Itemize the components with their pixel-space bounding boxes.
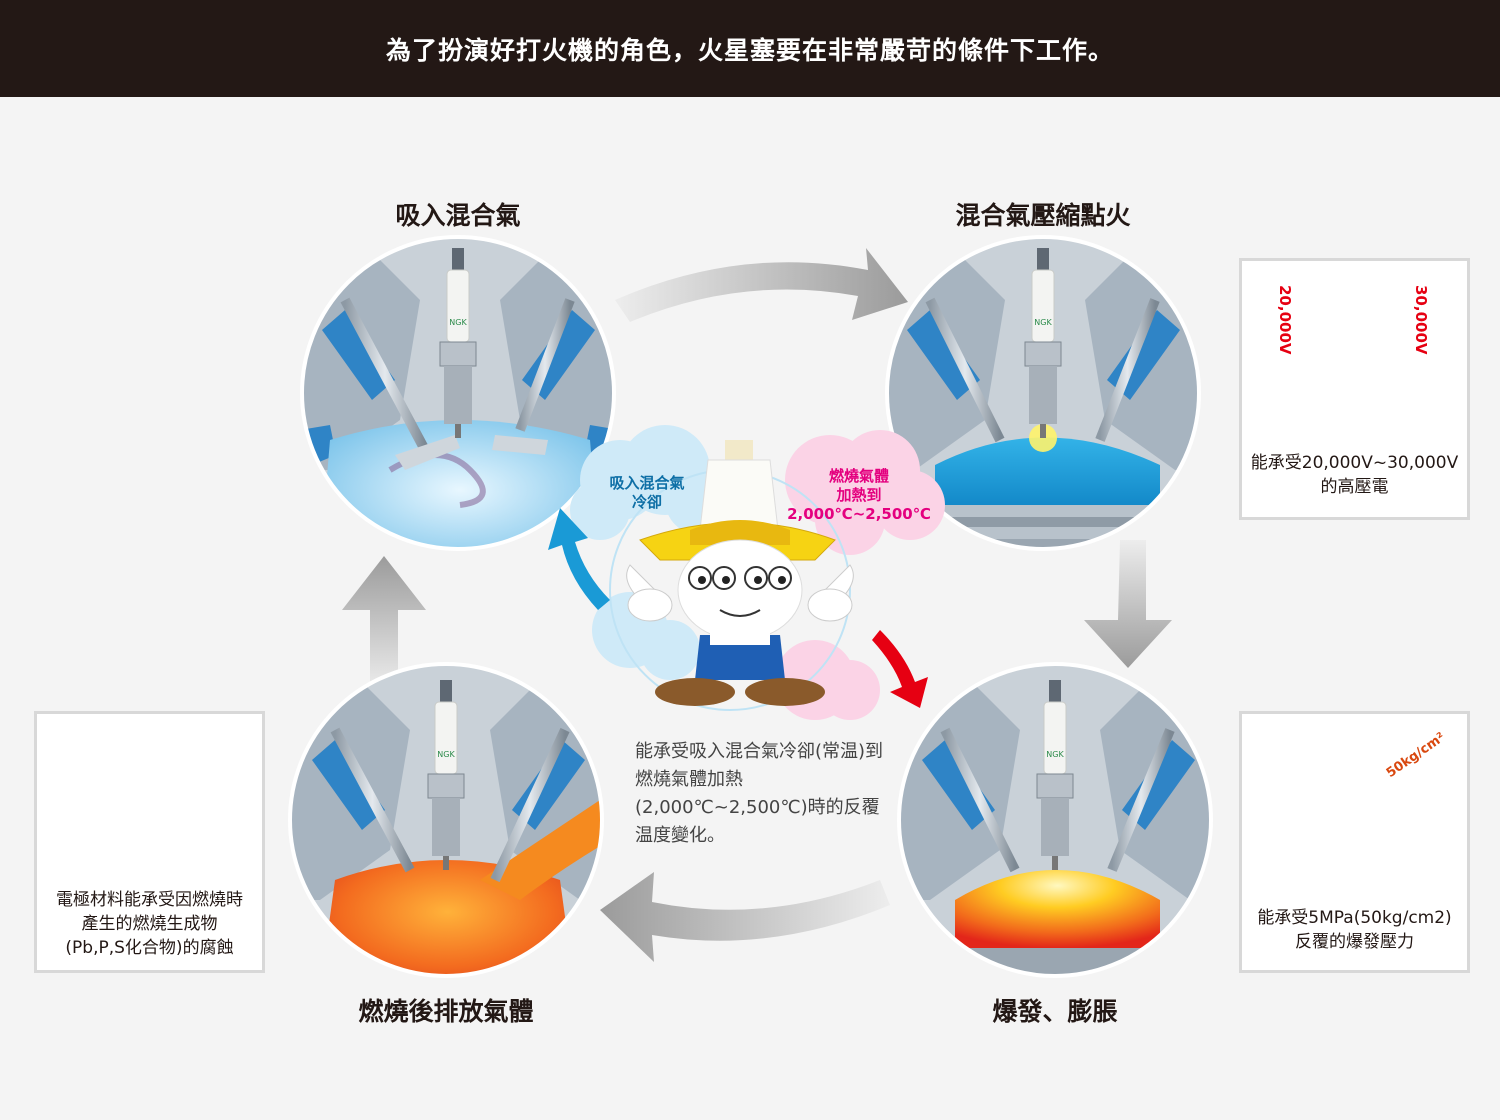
header-title: 為了扮演好打火機的角色，火星塞要在非常嚴苛的條件下工作。 [385,35,1114,65]
arrow-intake-to-compression [615,248,908,322]
plug-logo: NGK [449,318,467,327]
stage-title-explosion: 爆發、膨脹 [992,997,1118,1026]
engine-exhaust-frame [288,662,604,978]
arrow-exhaust-to-intake [342,556,426,690]
corrosion-line1: 電極材料能承受因燃燒時 [56,890,243,910]
callout-voltage: 20,000V 30,000V 能承受20,000V~30,000V 的高壓電 [1239,258,1470,520]
center-description: 能承受吸入混合氣冷卻(常温)到燃燒氣體加熱(2,000℃~2,500℃)時的反覆… [635,741,884,846]
plug-logo: NGK [437,750,455,759]
spark-plug-exhaust: NGK [427,680,465,870]
voltage-line2: 的高壓電 [1320,477,1389,497]
stage-title-compression: 混合氣壓縮點火 [955,201,1131,230]
corrosion-text: 電極材料能承受因燃燒時 產生的燃燒生成物 (Pb,P,S化合物)的腐蝕 [37,888,262,960]
corrosion-line2: 產生的燃燒生成物 [81,914,218,934]
heat-cloud [775,430,945,720]
pressure-line1: 能承受5MPa(50kg/cm2) [1257,908,1452,928]
corrosion-line3: (Pb,P,S化合物)的腐蝕 [65,938,234,958]
pressure-stamp: 50kg/cm² [1383,729,1448,782]
cool-label: 吸入混合氣 冷卻 [592,474,702,512]
heat-label-line1: 燃燒氣體 [828,467,889,485]
voltage-right-value: 30,000V [1412,285,1430,355]
voltage-left-value: 20,000V [1276,285,1294,355]
plug-logo: NGK [1046,750,1064,759]
heat-label-line3: 2,000℃~2,500℃ [787,505,931,523]
engine-explosion-frame [897,662,1213,978]
pressure-line2: 反覆的爆發壓力 [1295,932,1414,952]
mascot-center [626,440,854,706]
engine-compression-frame [885,235,1201,551]
heat-label-line2: 加熱到 [836,486,882,504]
stage-title-intake: 吸入混合氣 [395,201,521,230]
callout-corrosion: 電極材料能承受因燃燒時 產生的燃燒生成物 (Pb,P,S化合物)的腐蝕 [34,711,265,973]
arrow-compression-to-explosion [1084,540,1172,668]
pressure-text: 能承受5MPa(50kg/cm2) 反覆的爆發壓力 [1242,906,1467,954]
cool-label-line2: 冷卻 [631,493,662,511]
heat-arrow [872,630,928,708]
voltage-line1: 能承受20,000V~30,000V [1250,453,1459,473]
callout-pressure: 50kg/cm² 能承受5MPa(50kg/cm2) 反覆的爆發壓力 [1239,711,1470,973]
cool-arrow [548,508,610,610]
heat-label: 燃燒氣體 加熱到 2,000℃~2,500℃ [786,467,932,524]
voltage-text: 能承受20,000V~30,000V 的高壓電 [1242,451,1467,499]
spark-plug-intake: NGK [439,248,477,438]
stage-title-exhaust: 燃燒後排放氣體 [358,997,534,1026]
header-banner: 為了扮演好打火機的角色，火星塞要在非常嚴苛的條件下工作。 [0,0,1500,97]
arrow-explosion-to-exhaust [600,872,890,962]
spark-plug-explosion: NGK [1036,680,1074,870]
plug-logo: NGK [1034,318,1052,327]
engine-intake-frame [300,235,616,551]
spark-plug-compression: NGK [1024,248,1062,438]
cool-label-line1: 吸入混合氣 [609,474,685,492]
